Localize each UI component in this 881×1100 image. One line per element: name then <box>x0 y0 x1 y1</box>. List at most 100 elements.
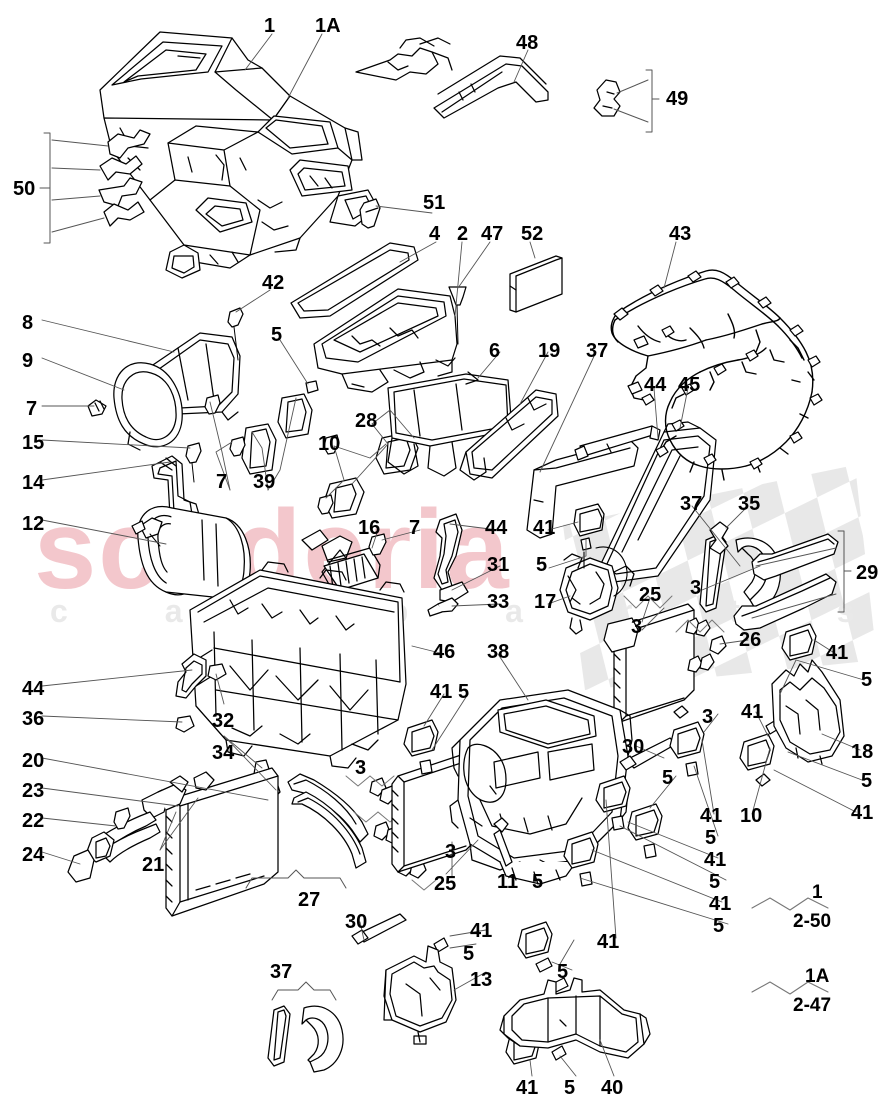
callout-5: 5 <box>536 554 548 576</box>
part-47-stud <box>449 287 466 344</box>
callout-31: 31 <box>487 554 510 576</box>
callout-19: 19 <box>538 340 561 362</box>
callout-32: 32 <box>212 710 235 732</box>
callout-46: 46 <box>433 641 456 663</box>
part-7-screw-a <box>88 400 106 416</box>
part-26-clip-a <box>710 636 726 654</box>
callout-3: 3 <box>355 757 367 779</box>
callout-41: 41 <box>470 920 493 942</box>
part-38-distribution-housing <box>450 690 632 884</box>
part-44-bracket-upper <box>575 426 660 460</box>
callout-49: 49 <box>666 88 689 110</box>
callout-25: 25 <box>434 873 457 895</box>
callout-41: 41 <box>700 805 723 827</box>
callout-26: 26 <box>739 629 762 651</box>
callout-5: 5 <box>557 961 569 983</box>
callout-41: 41 <box>597 931 620 953</box>
part-32-seal <box>208 664 226 680</box>
callout-29: 29 <box>856 562 879 584</box>
callout-23: 23 <box>22 780 45 802</box>
callout-17: 17 <box>534 591 557 613</box>
watermark-scuderia: scuderia <box>34 487 511 612</box>
callout-10: 10 <box>318 433 341 455</box>
part-35-clip <box>710 522 728 554</box>
callout-41: 41 <box>533 517 556 539</box>
callout-12: 12 <box>22 513 45 535</box>
callout-4: 4 <box>429 223 441 245</box>
part-37-tubes-mid <box>700 534 780 612</box>
callout-13: 13 <box>470 969 493 991</box>
callout-14: 14 <box>22 472 45 494</box>
callout-41: 41 <box>704 849 727 871</box>
callout-8: 8 <box>22 312 34 334</box>
part-46-lower-housing <box>190 562 406 768</box>
callout-6: 6 <box>489 340 501 362</box>
callout-41: 41 <box>516 1077 539 1099</box>
part-3-orings-b <box>370 778 426 878</box>
callout-3: 3 <box>445 841 457 863</box>
callout-5: 5 <box>532 871 544 893</box>
part-9-seal-ring <box>114 363 182 450</box>
callout-15: 15 <box>22 432 45 454</box>
callout-25: 25 <box>639 584 662 606</box>
parts-5-clips <box>420 682 800 1060</box>
callout-34: 34 <box>212 742 235 764</box>
callout-40: 40 <box>601 1077 624 1099</box>
callout-7: 7 <box>216 471 228 493</box>
callout-44: 44 <box>644 374 667 396</box>
callout-10: 10 <box>740 805 763 827</box>
callout-37: 37 <box>586 340 609 362</box>
part-6-flap <box>388 372 512 476</box>
callout-1a: 1A <box>315 15 341 37</box>
callout-43: 43 <box>669 223 692 245</box>
part-44-seal-lower <box>176 654 206 698</box>
part-23-screw <box>114 808 130 829</box>
part-8-blower-housing <box>144 333 240 420</box>
callout-2: 2 <box>457 223 469 245</box>
callout-45: 45 <box>678 374 701 396</box>
callout-5: 5 <box>564 1077 576 1099</box>
part-49-clip <box>594 80 620 116</box>
callout-44: 44 <box>485 517 508 539</box>
callout-11: 11 <box>497 871 519 893</box>
callout-37: 37 <box>270 961 293 983</box>
part-25-heater-core <box>614 604 694 722</box>
callout-51: 51 <box>423 192 446 214</box>
callout-5: 5 <box>861 770 873 792</box>
callout-9: 9 <box>22 350 34 372</box>
part-12-blower-motor <box>132 506 250 598</box>
harness-connectors <box>614 271 822 469</box>
part-5-clips <box>306 381 318 393</box>
callout-41: 41 <box>851 802 874 824</box>
part-33-pin <box>428 598 458 616</box>
part-11-rod <box>494 818 512 866</box>
part-44-bracket-left <box>434 514 462 590</box>
callout-5: 5 <box>458 681 470 703</box>
callout-42: 42 <box>262 272 285 294</box>
watermark-carparts: c a r p a r t s <box>50 593 881 629</box>
callout-1: 1 <box>264 15 276 37</box>
part-3-small-core <box>392 752 476 872</box>
part-13-footwell-duct <box>384 946 456 1044</box>
part-34-seals <box>254 760 280 800</box>
part-42-screw <box>228 308 243 360</box>
callout-41: 41 <box>709 893 732 915</box>
callout-47: 47 <box>481 223 504 245</box>
part-52-foam <box>510 256 562 312</box>
callout-5: 5 <box>705 827 717 849</box>
callout-50: 50 <box>13 178 36 200</box>
callout-3: 3 <box>690 577 702 599</box>
callout-5: 5 <box>662 767 674 789</box>
part-4-seal <box>291 243 418 318</box>
part-36-seal <box>176 716 194 732</box>
part-1-hvac-housing <box>100 32 378 278</box>
part-18-side-duct <box>772 660 844 764</box>
callout-27: 27 <box>298 889 321 911</box>
callout-35: 35 <box>738 493 761 515</box>
callout-24: 24 <box>22 844 45 866</box>
callout-5: 5 <box>709 871 721 893</box>
callout-37: 37 <box>680 493 703 515</box>
callout-39: 39 <box>253 471 276 493</box>
